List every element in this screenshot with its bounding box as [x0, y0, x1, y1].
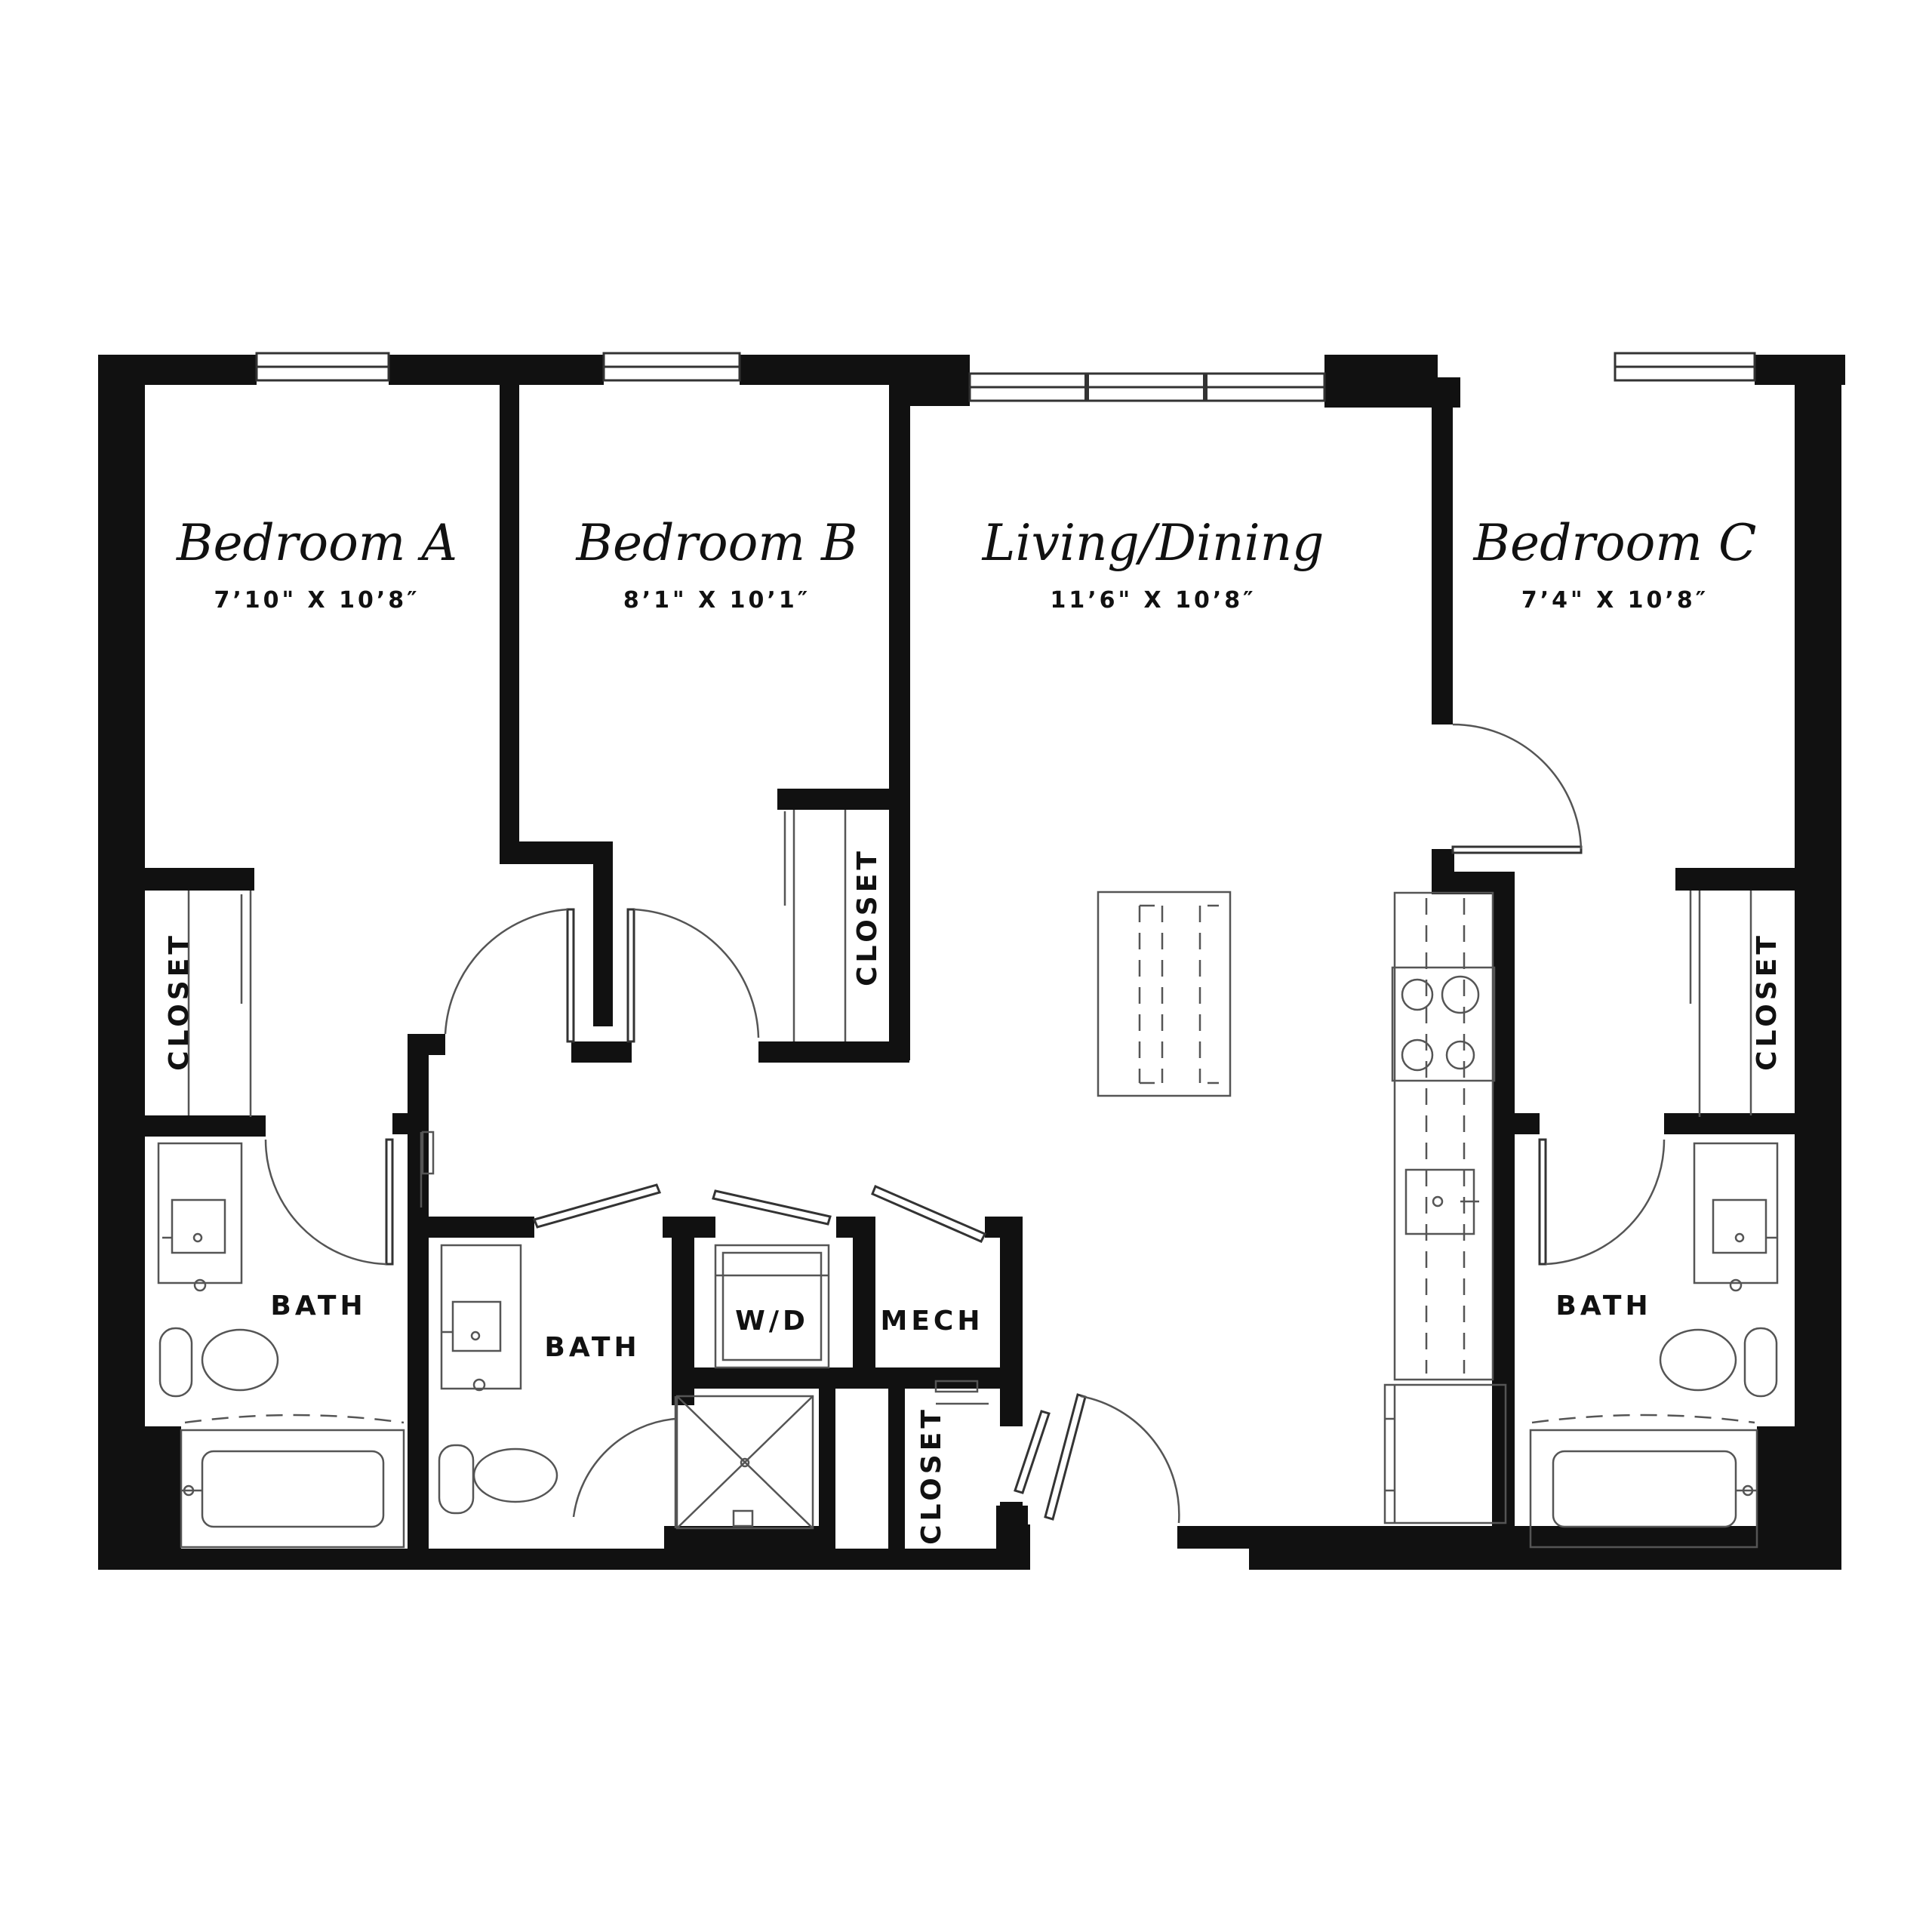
room-labels: Bedroom A 7’10" X 10’8″ Bedroom B 8’1" X…: [176, 514, 1756, 614]
bedroom-c-name: Bedroom C: [1473, 514, 1757, 572]
bath-hall-label: BATH: [544, 1332, 640, 1363]
walls: [98, 355, 1845, 1570]
closet-details: [187, 810, 1752, 1405]
closet-b-label: CLOSET: [852, 848, 883, 986]
bedroom-a-name: Bedroom A: [176, 514, 457, 572]
closet-a-label: CLOSET: [164, 932, 195, 1071]
bedroom-b-name: Bedroom B: [576, 514, 858, 572]
windows: [255, 352, 1756, 402]
bedroom-c-dims: 7’4" X 10’8″: [1521, 587, 1709, 614]
living-dining-dims: 11’6" X 10’8″: [1050, 587, 1256, 614]
small-labels: CLOSET CLOSET CLOSET CLOSET BATH BATH BA…: [164, 848, 1783, 1545]
living-dining-name: Living/Dining: [982, 514, 1324, 572]
bath-c-label: BATH: [1555, 1291, 1651, 1321]
kitchen: [1097, 891, 1507, 1524]
closet-c-label: CLOSET: [1752, 932, 1783, 1071]
wd-label: W/D: [735, 1306, 809, 1337]
bedroom-a-dims: 7’10" X 10’8″: [214, 587, 420, 614]
bedroom-b-dims: 8’1" X 10’1″: [623, 587, 811, 614]
mech-label: MECH: [881, 1306, 984, 1337]
bath-a-label: BATH: [270, 1291, 366, 1321]
doors: [264, 723, 1666, 1528]
bath-fixtures: [157, 1142, 1779, 1549]
closet-hall-label: CLOSET: [916, 1406, 947, 1545]
